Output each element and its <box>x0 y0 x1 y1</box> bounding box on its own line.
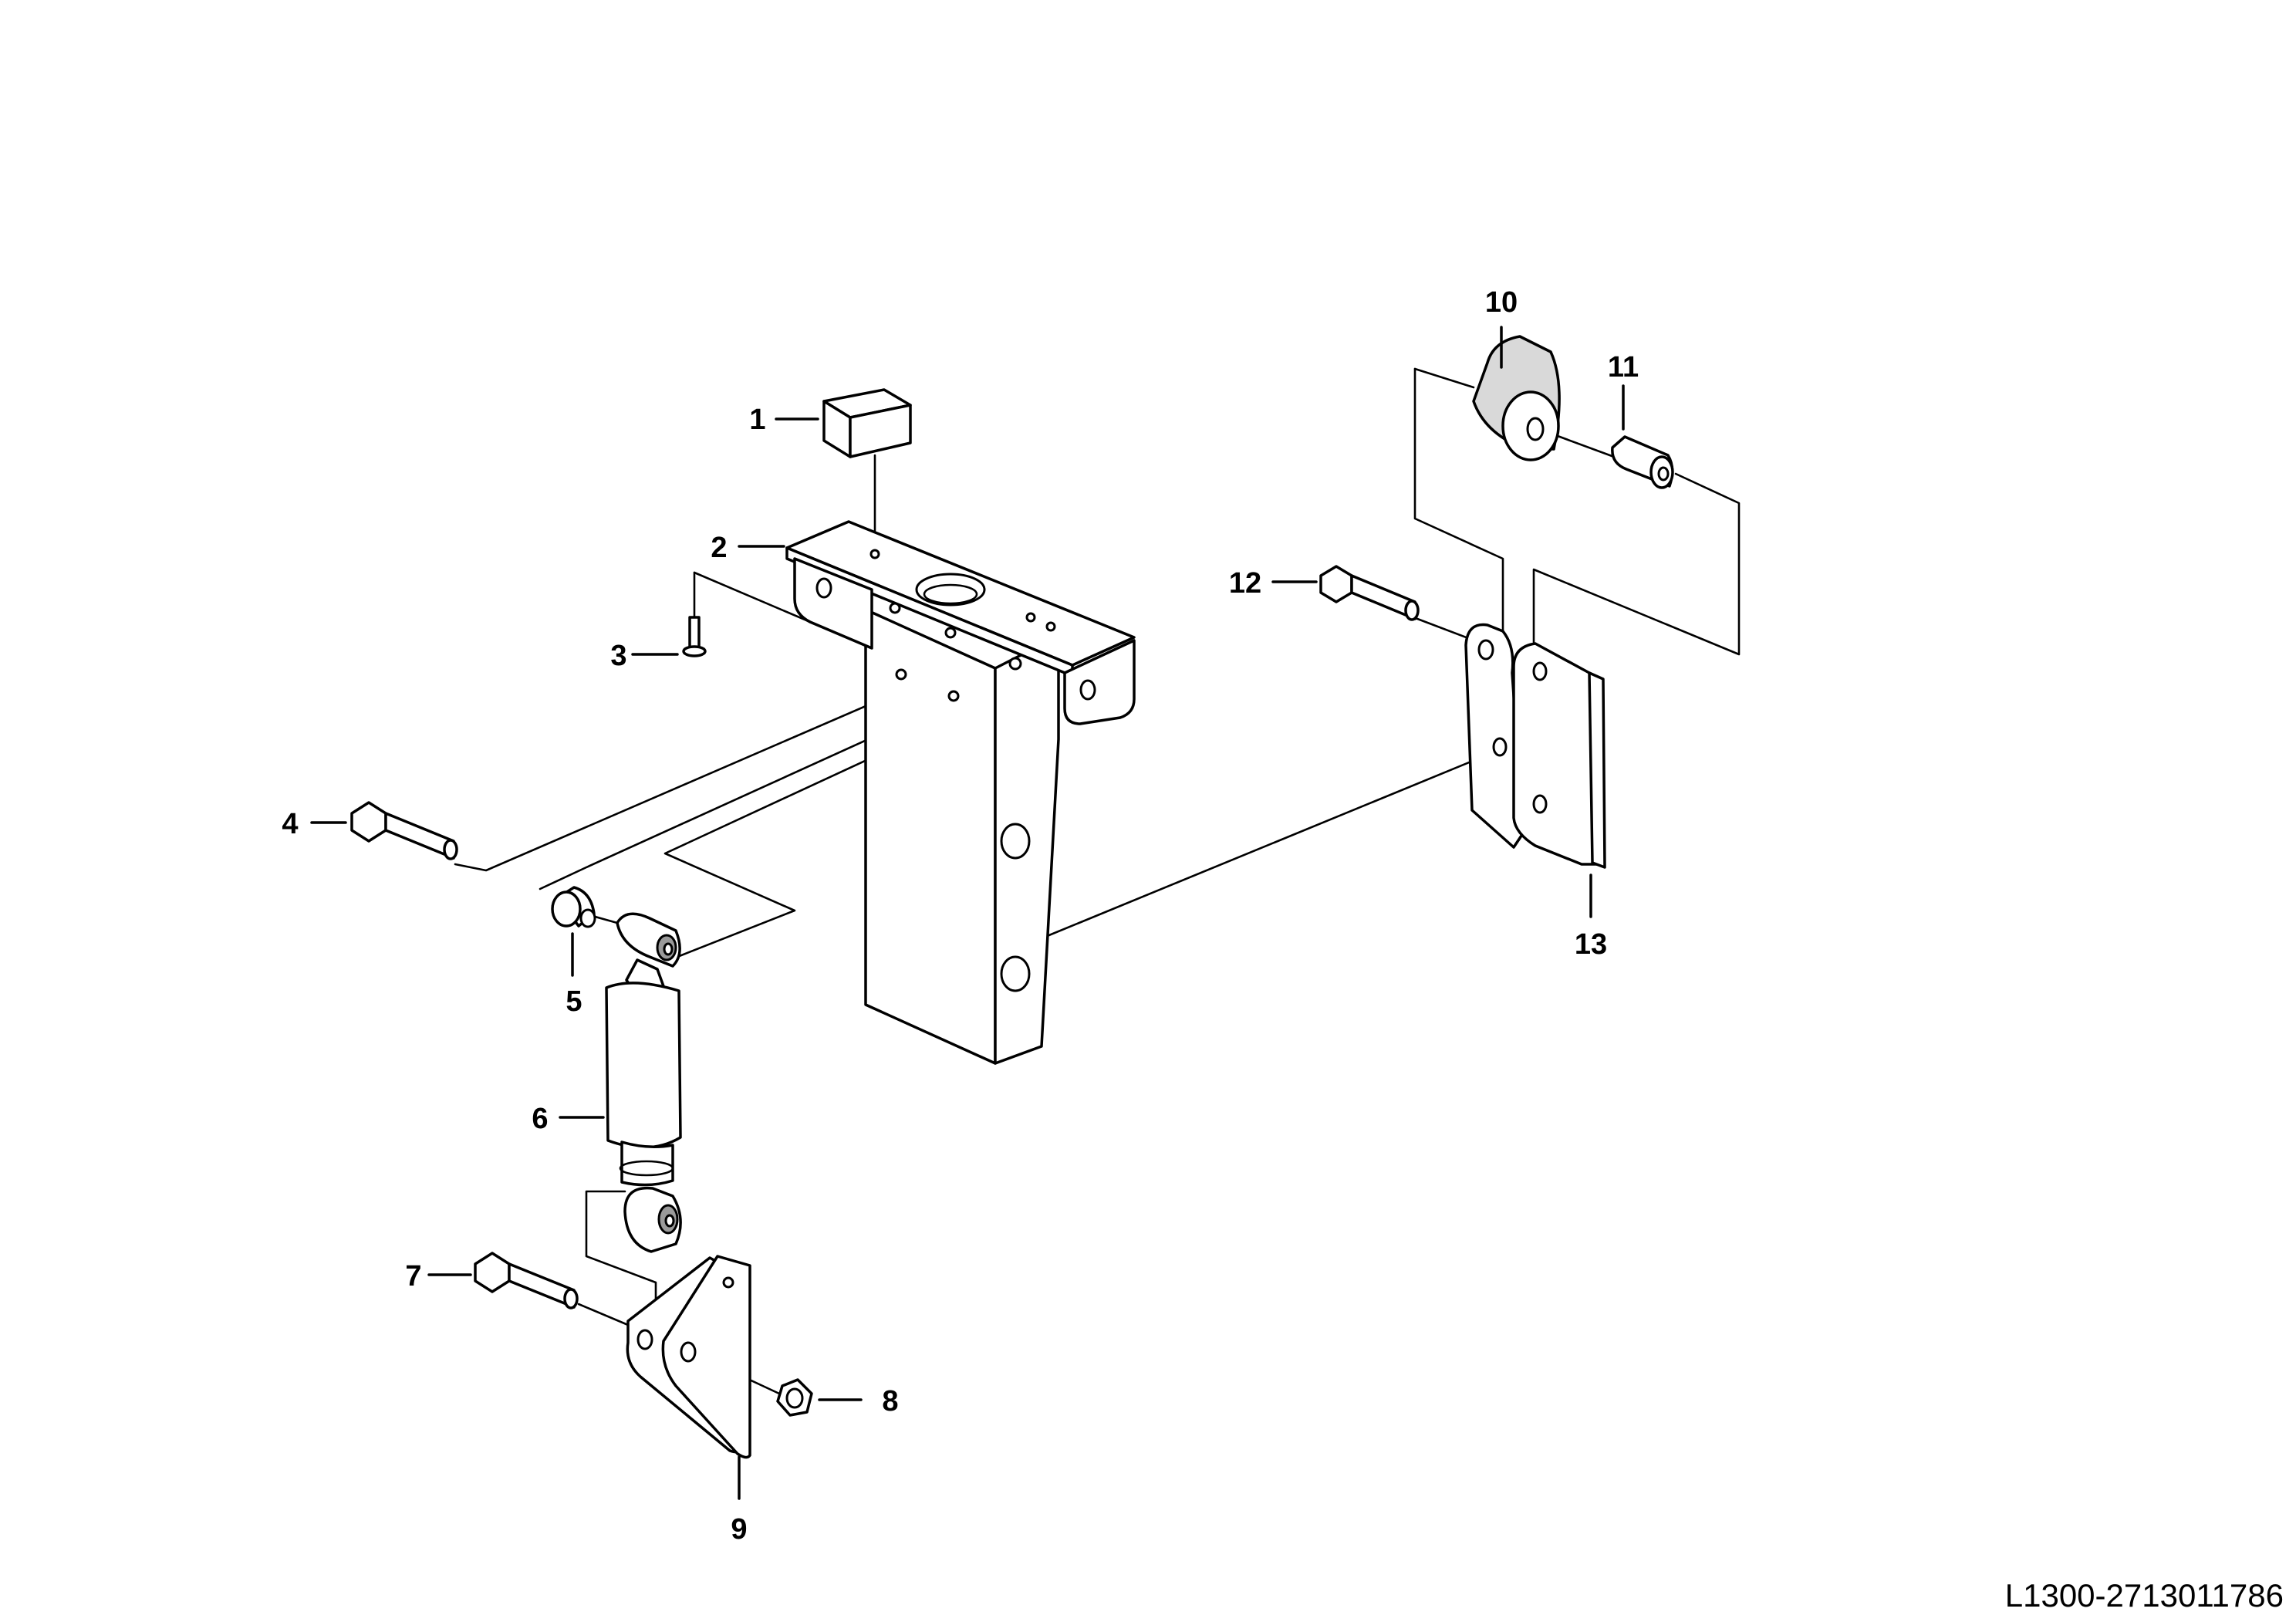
lock-nut <box>776 1378 813 1417</box>
rubber-block <box>822 388 912 458</box>
rubber-bushing <box>1472 335 1561 461</box>
drawing-code: L1300-2713011786 <box>2005 1577 2284 1614</box>
callout-5: 5 <box>566 985 582 1018</box>
callout-12: 12 <box>1229 567 1261 600</box>
callouts: 1 2 3 4 5 6 7 8 9 10 11 12 13 <box>282 286 1639 1546</box>
side-bracket <box>1464 623 1606 869</box>
callout-2: 2 <box>711 532 727 564</box>
upper-bolt <box>1319 565 1420 621</box>
callout-7: 7 <box>405 1260 421 1293</box>
callout-11: 11 <box>1608 351 1639 384</box>
lower-bracket <box>626 1255 751 1459</box>
shock-absorber <box>605 912 682 1253</box>
callout-3: 3 <box>610 640 626 672</box>
callout-10: 10 <box>1485 286 1518 319</box>
screw <box>682 616 707 657</box>
leader-lines <box>310 326 1625 1500</box>
lower-bolt <box>474 1252 579 1309</box>
long-bolt <box>350 801 458 860</box>
spacer-sleeve <box>551 886 596 928</box>
callout-8: 8 <box>882 1385 898 1418</box>
callout-4: 4 <box>282 808 298 840</box>
metal-sleeve <box>1611 435 1674 489</box>
callout-9: 9 <box>731 1513 747 1546</box>
callout-6: 6 <box>532 1103 548 1135</box>
callout-1: 1 <box>749 404 765 436</box>
callout-13: 13 <box>1575 928 1607 961</box>
mounting-frame <box>785 520 1136 1065</box>
